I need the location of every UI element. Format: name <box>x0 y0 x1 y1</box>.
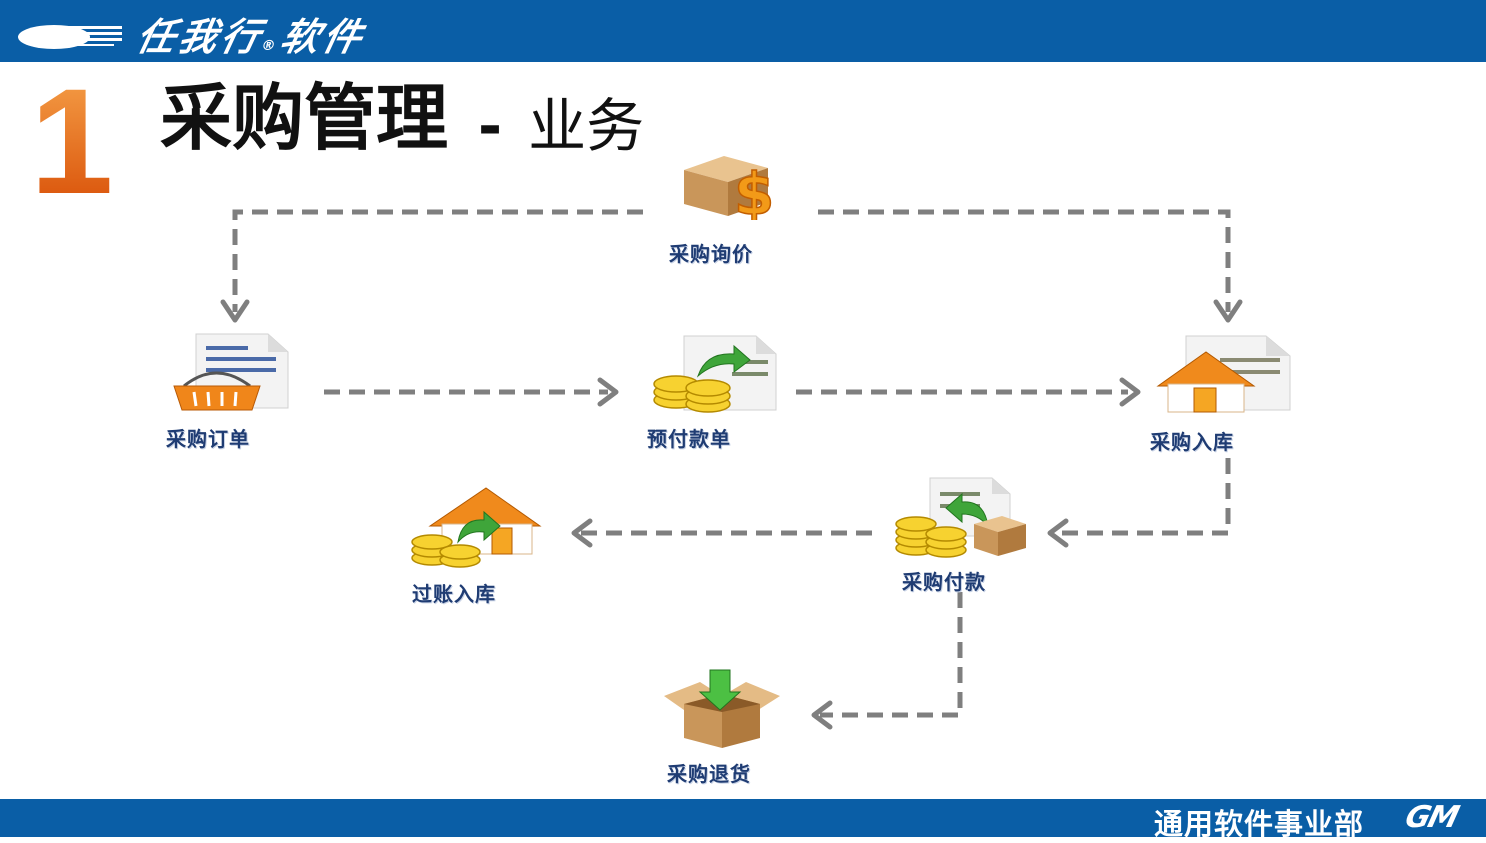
arrowhead-prepay <box>597 377 619 407</box>
connector-inquiry-order <box>232 209 643 312</box>
node-label-prepay: 预付款单 <box>647 427 731 451</box>
arrowhead-return <box>811 700 833 730</box>
arrowhead-stockin-left <box>1119 377 1141 407</box>
connector-inquiry-stockin <box>818 209 1231 312</box>
connector-payment-return <box>820 592 963 718</box>
header-bar: 任我行®软件 <box>0 0 1486 62</box>
basket-document-icon <box>173 333 289 411</box>
department-name: 通用软件事业部 <box>1153 807 1364 841</box>
box-dollar-icon: $ <box>684 156 775 220</box>
footer-bar: 通用软件事业部 GM <box>0 799 1486 841</box>
coins-refund-icon <box>895 477 1026 558</box>
gm-logo: GM <box>1401 800 1461 835</box>
arrowhead-payment <box>1047 518 1069 548</box>
swoosh-logo-icon <box>18 25 122 49</box>
coins-document-icon <box>653 335 777 413</box>
node-label-return: 采购退货 <box>667 762 751 786</box>
page-title: 采购管理 <box>160 76 449 160</box>
arrowhead-order <box>220 299 250 323</box>
section-number: 1 <box>30 57 114 225</box>
node-label-posting: 过账入库 <box>412 582 496 606</box>
connector-stockin-payment <box>1058 458 1231 536</box>
box-down-arrow-icon <box>664 669 780 748</box>
arrowhead-stockin-top <box>1213 299 1243 323</box>
house-coins-icon <box>411 487 542 568</box>
node-label-order: 采购订单 <box>166 427 250 451</box>
title-separator: - <box>478 92 503 160</box>
svg-text:$: $ <box>734 160 774 220</box>
arrowhead-posting <box>571 518 593 548</box>
node-label-stockin: 采购入库 <box>1150 430 1234 454</box>
node-label-payment: 采购付款 <box>902 570 986 594</box>
page-subtitle: -业务 <box>478 92 645 160</box>
node-label-inquiry: 采购询价 <box>669 242 753 266</box>
house-document-icon <box>1156 335 1291 413</box>
